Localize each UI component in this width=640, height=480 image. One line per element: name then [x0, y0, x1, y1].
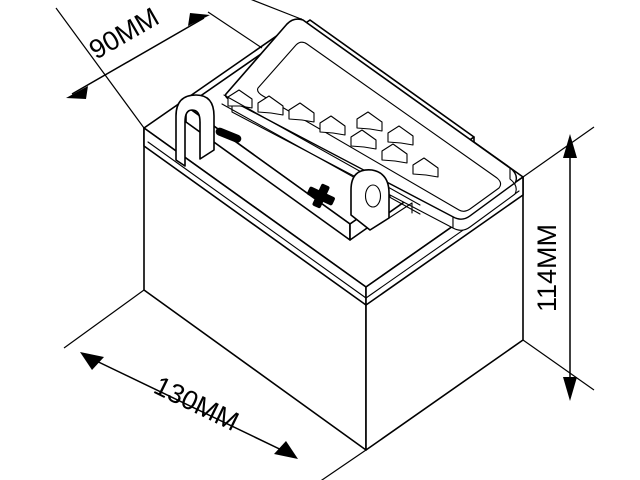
vent-cap-7 — [412, 157, 439, 178]
height-ext-line-bottom — [522, 339, 595, 391]
depth-ext-line-2 — [250, 0, 302, 20]
rim-step-line-left — [147, 141, 367, 299]
positive-terminal — [350, 169, 390, 231]
negative-terminal — [175, 94, 215, 167]
depth-arrow-end-icon — [188, 13, 210, 26]
dimension-label-height: 114MM — [532, 224, 562, 312]
minus-marking — [215, 127, 242, 143]
width-arrow-start-icon — [80, 352, 104, 370]
dimension-label-width: 130MM — [149, 370, 243, 436]
depth-dim-line — [71, 17, 205, 95]
vent-cap-8 — [356, 111, 383, 132]
vent-cap-3 — [288, 102, 315, 123]
deck-facet-line-b — [388, 202, 413, 219]
depth-arrow-start-icon — [66, 86, 88, 99]
vent-cap-9 — [387, 125, 414, 146]
vent-cap-1 — [227, 89, 253, 109]
height-arrow-top-icon — [563, 134, 577, 158]
vent-cap-5 — [350, 129, 377, 150]
dimension-label-depth: 90MM — [84, 2, 164, 65]
height-ext-line-top — [522, 126, 595, 178]
width-arrow-end-icon — [274, 441, 298, 459]
vent-cap-4 — [319, 115, 346, 136]
lid-right-cap-edge — [452, 167, 517, 231]
battery-top-assembly — [175, 18, 517, 241]
width-ext-line-2 — [320, 449, 367, 480]
vent-cap-6 — [381, 143, 408, 164]
plus-marking — [307, 183, 335, 209]
lid-groove — [257, 41, 502, 212]
depth-ext-line-1 — [55, 7, 145, 129]
dimension-height-114mm: 114MM — [522, 126, 595, 401]
width-ext-line-1 — [63, 289, 145, 349]
height-arrow-bottom-icon — [563, 377, 577, 401]
negative-terminal-post-inner — [184, 109, 201, 160]
depth-ext-line-3 — [207, 11, 263, 49]
width-dim-line — [85, 355, 293, 456]
positive-terminal-hole — [364, 184, 382, 208]
vent-cap-2 — [257, 95, 284, 116]
